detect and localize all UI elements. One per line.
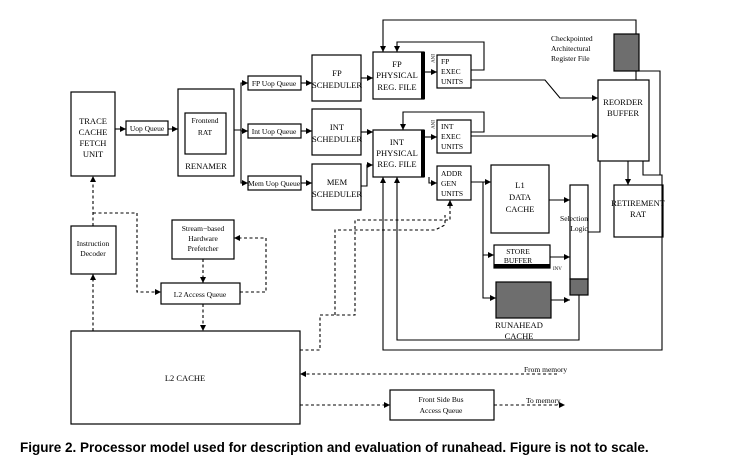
svg-text:Instruction: Instruction <box>77 239 110 248</box>
svg-text:Int Uop Queue: Int Uop Queue <box>252 127 297 136</box>
retirement-rat: RETIREMENT RAT <box>611 184 666 238</box>
l1-data-cache: L1 DATA CACHE <box>490 164 550 234</box>
int-scheduler: INT SCHEDULER <box>311 108 362 156</box>
svg-text:SCHEDULER: SCHEDULER <box>312 189 362 199</box>
svg-text:UNITS: UNITS <box>441 77 463 86</box>
svg-text:INT: INT <box>390 137 405 147</box>
svg-text:FP Uop Queue: FP Uop Queue <box>252 79 297 88</box>
svg-text:BUFFER: BUFFER <box>607 108 639 118</box>
svg-text:Hardware: Hardware <box>188 234 218 243</box>
solid-connections <box>115 19 663 351</box>
svg-text:REG. FILE: REG. FILE <box>377 82 416 92</box>
trace-cache-fetch-unit: TRACE CACHE FETCH UNIT <box>70 91 116 177</box>
svg-text:CACHE: CACHE <box>505 331 534 341</box>
svg-text:L1: L1 <box>515 180 524 190</box>
svg-text:UNIT: UNIT <box>83 149 104 159</box>
svg-text:Decoder: Decoder <box>80 249 106 258</box>
svg-text:INV: INV <box>429 54 434 63</box>
svg-text:TRACE: TRACE <box>79 116 107 126</box>
svg-text:MEM: MEM <box>327 177 348 187</box>
svg-text:BUFFER: BUFFER <box>504 256 532 265</box>
svg-text:EXEC: EXEC <box>441 67 461 76</box>
svg-text:Access Queue: Access Queue <box>420 406 463 415</box>
svg-text:Uop Queue: Uop Queue <box>130 124 165 133</box>
svg-text:Selection: Selection <box>560 214 588 223</box>
svg-text:Checkpointed: Checkpointed <box>551 34 593 43</box>
svg-text:CACHE: CACHE <box>506 204 535 214</box>
checkpointed-register-file: Checkpointed Architectural Register File <box>551 33 640 72</box>
runahead-cache: RUNAHEAD CACHE <box>495 281 552 341</box>
svg-text:RUNAHEAD: RUNAHEAD <box>495 320 543 330</box>
svg-text:GEN: GEN <box>441 179 457 188</box>
store-buffer: STORE BUFFER INV <box>493 244 562 272</box>
figure-caption: Figure 2. Processor model used for descr… <box>20 440 649 455</box>
svg-text:REG. FILE: REG. FILE <box>377 159 416 169</box>
svg-text:CACHE: CACHE <box>79 127 108 137</box>
int-exec-units: INT EXEC UNITS <box>436 119 472 154</box>
svg-text:INT: INT <box>441 122 454 131</box>
renamer: Frontend RAT RENAMER <box>177 88 235 177</box>
svg-text:RETIREMENT: RETIREMENT <box>611 198 666 208</box>
int-uop-queue: Int Uop Queue <box>247 123 302 139</box>
fp-uop-queue: FP Uop Queue <box>247 75 302 91</box>
svg-text:FETCH: FETCH <box>80 138 107 148</box>
fp-scheduler: FP SCHEDULER <box>311 54 362 102</box>
front-side-bus-access-queue: Front Side Bus Access Queue <box>389 389 495 421</box>
svg-text:SCHEDULER: SCHEDULER <box>312 134 362 144</box>
l2-access-queue: L2 Access Queue <box>160 282 241 305</box>
addr-gen-units: ADDR GEN UNITS <box>436 165 472 201</box>
stream-based-prefetcher: Stream−based Hardware Prefetcher <box>171 219 235 260</box>
svg-text:Stream−based: Stream−based <box>182 224 225 233</box>
int-physical-reg-file: INV INT PHYSICAL REG. FILE <box>372 120 434 178</box>
frontend-rat <box>184 112 227 155</box>
svg-text:UNITS: UNITS <box>441 189 463 198</box>
svg-text:SCHEDULER: SCHEDULER <box>312 80 362 90</box>
svg-text:PHYSICAL: PHYSICAL <box>376 70 418 80</box>
svg-text:UNITS: UNITS <box>441 142 463 151</box>
svg-text:FP: FP <box>332 68 342 78</box>
svg-text:RAT: RAT <box>630 209 647 219</box>
svg-text:L2 CACHE: L2 CACHE <box>165 373 205 383</box>
svg-text:RAT: RAT <box>198 128 213 137</box>
svg-text:EXEC: EXEC <box>441 132 461 141</box>
svg-text:REORDER: REORDER <box>603 97 643 107</box>
svg-text:RENAMER: RENAMER <box>185 161 227 171</box>
svg-text:ADDR: ADDR <box>441 169 462 178</box>
svg-text:Frontend: Frontend <box>191 116 218 125</box>
svg-text:Logic: Logic <box>570 224 588 233</box>
fp-exec-units: FP EXEC UNITS <box>436 54 472 89</box>
svg-text:PHYSICAL: PHYSICAL <box>376 148 418 158</box>
svg-text:Mem Uop Queue: Mem Uop Queue <box>248 179 301 188</box>
svg-text:INV: INV <box>553 267 562 272</box>
dashed-connections <box>90 176 565 408</box>
mem-scheduler: MEM SCHEDULER <box>311 163 362 211</box>
svg-text:STORE: STORE <box>506 247 530 256</box>
l2-cache: L2 CACHE <box>70 330 301 425</box>
svg-text:Register File: Register File <box>551 54 590 63</box>
svg-text:L2 Access Queue: L2 Access Queue <box>174 290 227 299</box>
svg-text:Front Side Bus: Front Side Bus <box>418 395 463 404</box>
fp-physical-reg-file: INV FP PHYSICAL REG. FILE <box>372 51 434 100</box>
svg-text:FP: FP <box>441 57 449 66</box>
svg-text:Architectural: Architectural <box>551 44 591 53</box>
instruction-decoder: Instruction Decoder <box>70 225 117 275</box>
svg-text:INV: INV <box>429 120 434 129</box>
svg-text:FP: FP <box>392 59 402 69</box>
svg-text:DATA: DATA <box>509 192 532 202</box>
selection-logic: Selection Logic <box>560 184 589 296</box>
from-memory-label: From memory <box>524 365 567 374</box>
svg-text:INT: INT <box>330 122 345 132</box>
mem-uop-queue: Mem Uop Queue <box>247 175 302 191</box>
to-memory-label: To memory <box>526 396 561 405</box>
reorder-buffer: REORDER BUFFER <box>597 79 650 162</box>
uop-queue: Uop Queue <box>125 120 169 136</box>
svg-text:Prefetcher: Prefetcher <box>188 244 219 253</box>
